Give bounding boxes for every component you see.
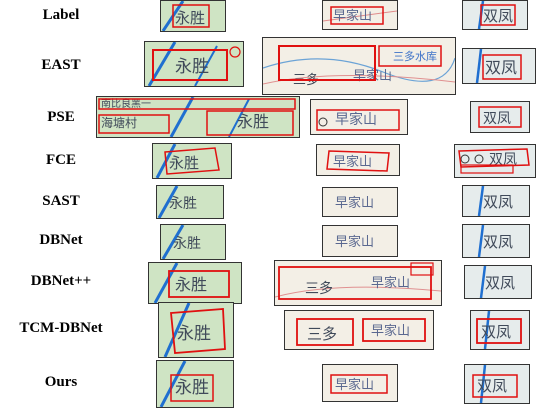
- map-text-yongsheng: 永胜: [169, 154, 199, 172]
- map-text-reservoir: 三多水库: [393, 49, 437, 63]
- crop-sast-chenjiashan: 早家山: [322, 187, 398, 217]
- map-text-yongsheng: 永胜: [169, 196, 197, 212]
- map-text-shuangfeng: 双凤: [489, 152, 517, 168]
- crop-dbnetpp-yongsheng: 永胜: [148, 262, 242, 304]
- map-text-partial: 南比良黑一: [101, 97, 151, 110]
- crop-label-yongsheng: 永胜: [160, 0, 226, 32]
- crop-dbnetpp-chenjiashan: 三多 早家山: [274, 260, 442, 306]
- map-text-chenjiashan: 早家山: [335, 234, 374, 250]
- crop-east-chenjiashan: 三多水库 三多 早家山: [262, 37, 456, 95]
- row-label-pse: PSE: [47, 109, 75, 125]
- crop-tcm-yongsheng: 永胜: [158, 302, 234, 358]
- crop-east-yongsheng: 永胜: [144, 41, 244, 87]
- map-text-shuangfeng: 双凤: [485, 58, 517, 77]
- crop-label-shuangfeng: 双凤: [462, 0, 528, 30]
- map-text-chenjiashan: 早家山: [333, 8, 372, 24]
- map-text-shuangfeng: 双凤: [483, 111, 511, 127]
- map-text-chenjiashan: 早家山: [333, 154, 372, 170]
- crop-east-shuangfeng: 双凤: [462, 48, 536, 84]
- row-label-sast: SAST: [42, 193, 80, 209]
- crop-pse-chenjiashan: 早家山: [310, 99, 408, 135]
- crop-ours-chenjiashan: 早家山: [322, 364, 398, 402]
- map-text-yongsheng: 永胜: [177, 324, 211, 344]
- crop-tcm-chenjiashan: 三多 早家山: [284, 310, 434, 350]
- crop-dbnet-chenjiashan: 早家山: [322, 225, 398, 257]
- crop-ours-yongsheng: 永胜: [156, 360, 234, 408]
- row-label-dbnetpp: DBNet++: [30, 273, 92, 289]
- row-label-dbnet: DBNet: [39, 232, 83, 248]
- map-text-yongsheng: 永胜: [175, 378, 209, 398]
- crop-ours-shuangfeng: 双凤: [464, 364, 530, 404]
- crop-pse-yongsheng: 南比良黑一 海塘村 永胜: [96, 96, 300, 138]
- map-text-sanduo: 三多: [305, 280, 333, 297]
- map-text-yongsheng: 永胜: [175, 9, 205, 27]
- map-text-yongsheng: 永胜: [173, 236, 201, 252]
- crop-tcm-shuangfeng: 双凤: [470, 310, 530, 350]
- map-text-shuangfeng: 双凤: [485, 274, 515, 292]
- row-label-east: EAST: [41, 57, 81, 73]
- map-text-sanduo: 三多: [307, 325, 337, 343]
- map-text-shuangfeng: 双凤: [481, 323, 511, 341]
- crop-sast-yongsheng: 永胜: [156, 185, 224, 219]
- crop-fce-yongsheng: 永胜: [152, 143, 232, 179]
- map-text-chenjiashan: 早家山: [371, 323, 410, 339]
- map-text-yongsheng: 永胜: [175, 275, 207, 294]
- map-text-haitang: 海塘村: [101, 115, 137, 130]
- map-text-shuangfeng: 双凤: [483, 233, 513, 251]
- map-text-chenjiashan: 早家山: [335, 377, 374, 393]
- row-label-label: Label: [42, 7, 80, 23]
- crop-fce-shuangfeng: 双凤: [454, 144, 536, 178]
- map-text-chenjiashan: 早家山: [335, 195, 374, 211]
- map-text-shuangfeng: 双凤: [483, 7, 513, 25]
- crop-dbnet-yongsheng: 永胜: [160, 224, 226, 260]
- row-label-tcm-dbnet: TCM-DBNet: [19, 320, 103, 336]
- map-text-chenjiashan: 早家山: [335, 111, 377, 128]
- map-text-chenjiashan: 早家山: [371, 275, 410, 291]
- crop-fce-chenjiashan: 早家山: [316, 144, 400, 176]
- row-label-ours: Ours: [44, 374, 78, 390]
- row-label-fce: FCE: [46, 152, 76, 168]
- crop-label-chenjiashan: 早家山: [322, 0, 398, 30]
- crop-dbnet-shuangfeng: 双凤: [462, 224, 530, 258]
- map-text-chenjiashan: 早家山: [353, 68, 392, 84]
- crop-sast-shuangfeng: 双凤: [462, 185, 530, 217]
- crop-pse-shuangfeng: 双凤: [470, 101, 530, 133]
- map-text-shuangfeng: 双凤: [483, 193, 513, 211]
- map-text-yongsheng: 永胜: [175, 57, 209, 77]
- map-text-shuangfeng: 双凤: [477, 377, 507, 395]
- map-text-yongsheng: 永胜: [237, 112, 269, 131]
- crop-dbnetpp-shuangfeng: 双凤: [464, 265, 532, 299]
